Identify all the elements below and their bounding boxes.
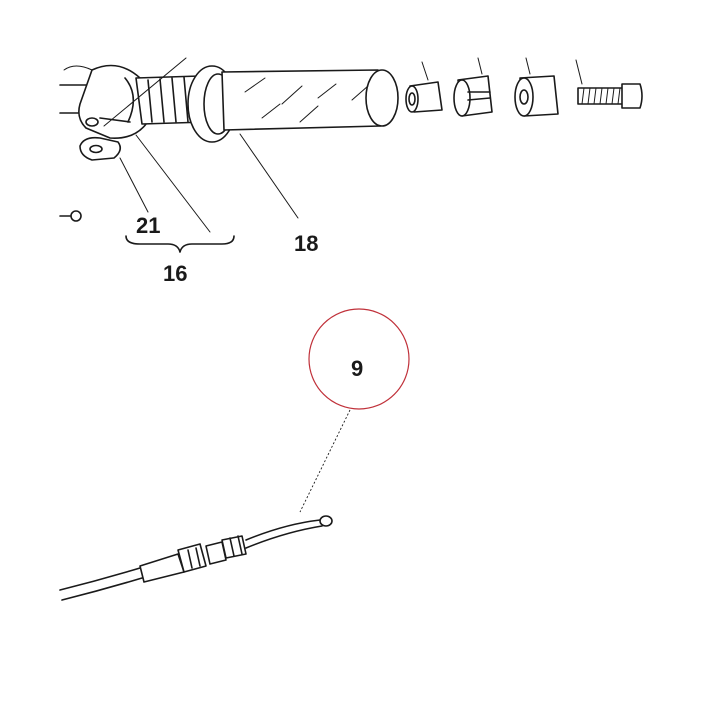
bar-end-screw	[577, 83, 643, 109]
leader-lines-top	[421, 57, 583, 85]
bar-end-weight	[514, 75, 559, 117]
highlight-circle	[308, 308, 410, 410]
grip-rubber	[221, 69, 399, 131]
bar-end-spacer	[405, 81, 443, 113]
throttle-cable	[59, 515, 333, 601]
leader-line-9	[299, 409, 351, 513]
bar-end-insert	[453, 75, 493, 117]
label-part-16: 16	[163, 261, 187, 286]
leader-lines-labels	[103, 57, 299, 233]
small-screw	[59, 210, 82, 222]
group-brace	[125, 235, 235, 253]
label-part-21: 21	[136, 213, 160, 238]
label-part-18: 18	[294, 231, 318, 256]
label-part-9: 9	[351, 356, 363, 381]
throttle-housing	[78, 64, 151, 161]
